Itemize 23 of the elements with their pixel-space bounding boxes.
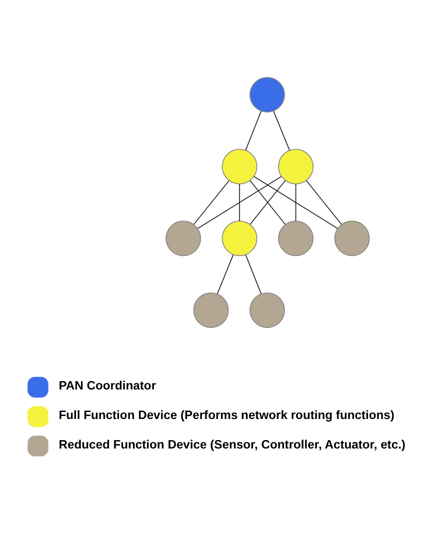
connector [197, 176, 282, 229]
legend-label: Reduced Function Device (Sensor, Controller, Actuator, etc.) [58, 437, 406, 452]
node-circle [278, 220, 314, 256]
connector [306, 180, 342, 225]
connector [239, 184, 240, 222]
connector [193, 180, 230, 225]
connector [254, 176, 338, 229]
node-circle [334, 220, 370, 256]
connector [245, 254, 262, 294]
connector [216, 254, 234, 294]
node-circle [222, 148, 258, 184]
connector [245, 110, 262, 151]
node-circle [166, 220, 202, 256]
node-circle [250, 77, 285, 112]
node-circle [278, 148, 314, 184]
node-circle [250, 292, 285, 328]
connector [250, 180, 286, 225]
connector [273, 110, 290, 151]
legend-label: Full Function Device (Performs network routing functions) [58, 408, 394, 422]
connector [295, 184, 296, 222]
node-circle [222, 220, 258, 256]
legend-label: PAN Coordinator [58, 378, 156, 393]
node-circle [193, 292, 229, 328]
